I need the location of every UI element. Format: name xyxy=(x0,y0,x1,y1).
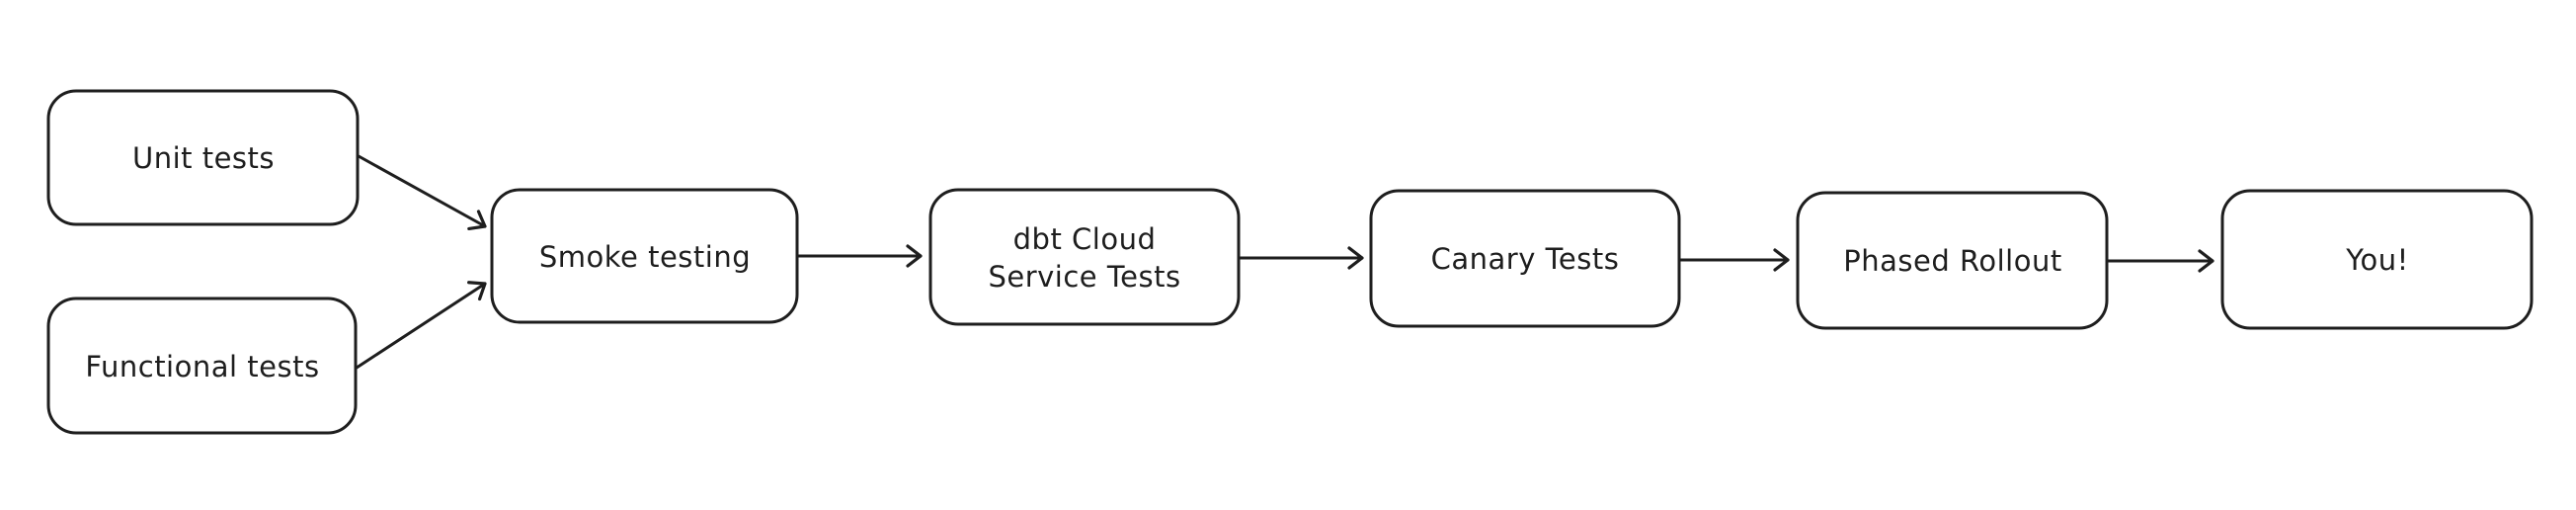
node-you: You! xyxy=(2220,189,2534,330)
node-dbt-cloud-service-tests: dbt Cloud Service Tests xyxy=(928,188,1241,326)
node-unit-tests: Unit tests xyxy=(46,89,360,226)
node-dbt-cloud-service-tests-box xyxy=(928,188,1241,326)
node-smoke-testing: Smoke testing xyxy=(490,188,799,324)
node-phased-rollout-label: Phased Rollout xyxy=(1843,244,2061,278)
node-unit-tests-box xyxy=(46,89,360,226)
node-canary-tests: Canary Tests xyxy=(1369,189,1681,328)
node-smoke-testing-label: Smoke testing xyxy=(539,240,751,274)
node-you-label: You! xyxy=(2345,243,2409,277)
node-phased-rollout: Phased Rollout xyxy=(1796,191,2109,330)
node-unit-tests-label: Unit tests xyxy=(132,141,275,175)
node-phased-rollout-box xyxy=(1796,191,2109,330)
edge-unit-tests-to-smoke-testing xyxy=(357,154,487,231)
node-functional-tests: Functional tests xyxy=(46,297,358,435)
node-smoke-testing-box xyxy=(490,188,799,324)
edge-functional-tests-to-smoke-testing xyxy=(355,281,487,370)
node-you-box xyxy=(2220,189,2534,330)
node-functional-tests-box xyxy=(46,297,358,435)
node-canary-tests-box xyxy=(1369,189,1681,328)
node-canary-tests-label: Canary Tests xyxy=(1431,242,1620,276)
node-dbt-cloud-service-tests-label-line1: dbt Cloud xyxy=(1013,222,1157,256)
node-dbt-cloud-service-tests-label-line2: Service Tests xyxy=(988,260,1180,294)
node-functional-tests-label: Functional tests xyxy=(85,350,319,383)
